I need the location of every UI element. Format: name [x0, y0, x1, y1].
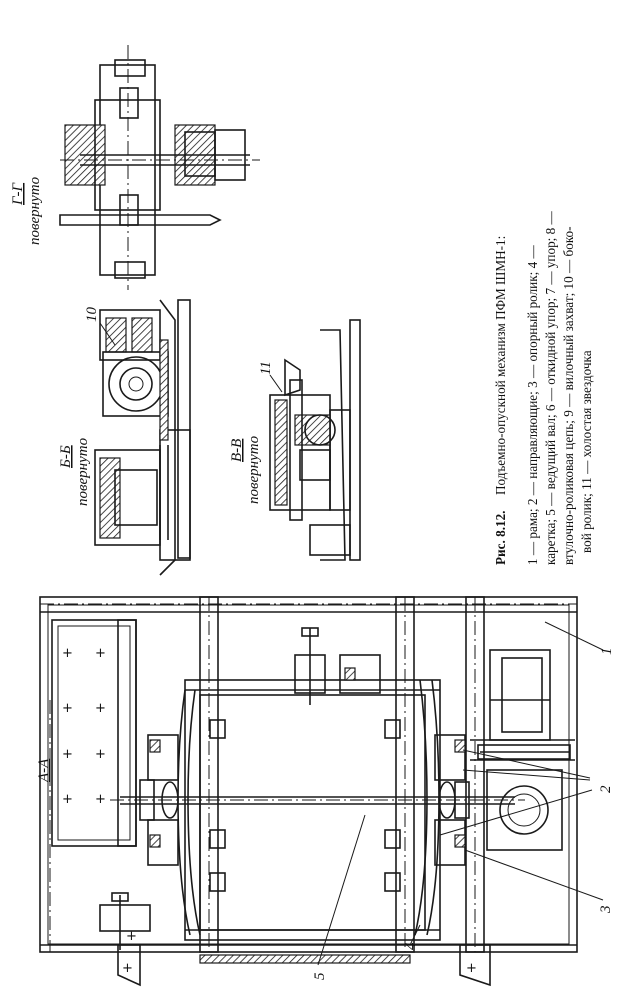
section-bb: [94, 299, 191, 576]
section-vv: [269, 319, 361, 561]
frame-outer: [39, 596, 578, 953]
callout-2: 2: [598, 785, 614, 793]
svg-text:+: +: [466, 961, 477, 976]
callout-1: 1: [599, 648, 615, 656]
title-vv: В-В повернуто: [229, 435, 262, 504]
caption-line-2: каретка; 5 — ведущий вал; 6 — откидной у…: [543, 210, 558, 565]
main-view-aa: + + + + + + + +: [39, 596, 604, 987]
title-aa: А-А: [36, 758, 52, 783]
title-bb: Б-Б повернуто: [58, 437, 91, 506]
section-label-aa: А-А: [36, 758, 52, 783]
callout-3: 3: [598, 906, 614, 915]
section-label-vv: В-В: [229, 439, 245, 462]
section-label-bb: Б-Б: [58, 445, 74, 469]
svg-text:+: +: [62, 701, 73, 716]
motor: [489, 649, 551, 741]
svg-text:+: +: [95, 646, 106, 661]
title-gg: Г-Г повернуто: [10, 176, 43, 245]
svg-text:+: +: [126, 929, 137, 944]
svg-text:+: +: [122, 961, 133, 976]
caption-line-1: 1 — рама; 2 — направляющие; 3 — опорный …: [525, 245, 540, 565]
section-note-bb: повернуто: [75, 437, 91, 506]
svg-text:+: +: [95, 792, 106, 807]
callout-10: 10: [84, 307, 100, 323]
section-gg: [59, 45, 260, 290]
callout-4: 4: [403, 942, 419, 950]
svg-text:+: +: [95, 701, 106, 716]
callout-11: 11: [258, 361, 274, 375]
caption-title: Рис. 8.12.: [493, 511, 508, 565]
carriage: [184, 679, 441, 941]
section-note-gg: повернуто: [27, 176, 43, 245]
section-label-gg: Г-Г: [10, 181, 26, 206]
caption-line-3: втулочно-роликовая цепь; 9 — вилочный за…: [561, 226, 576, 565]
caption-title-rest: Подъемно-опускной механизм ПФМ ШМН-1:: [493, 236, 508, 495]
svg-text:+: +: [62, 747, 73, 762]
figure-caption: Рис. 8.12. Подъемно-опускной механизм ПФ…: [493, 210, 594, 565]
caption-line-4: вой ролик; 11 — холостая звездочка: [579, 350, 594, 553]
callout-5: 5: [312, 972, 328, 980]
svg-text:+: +: [62, 646, 73, 661]
svg-text:+: +: [62, 792, 73, 807]
section-note-vv: повернуто: [246, 435, 262, 504]
svg-text:+: +: [95, 747, 106, 762]
